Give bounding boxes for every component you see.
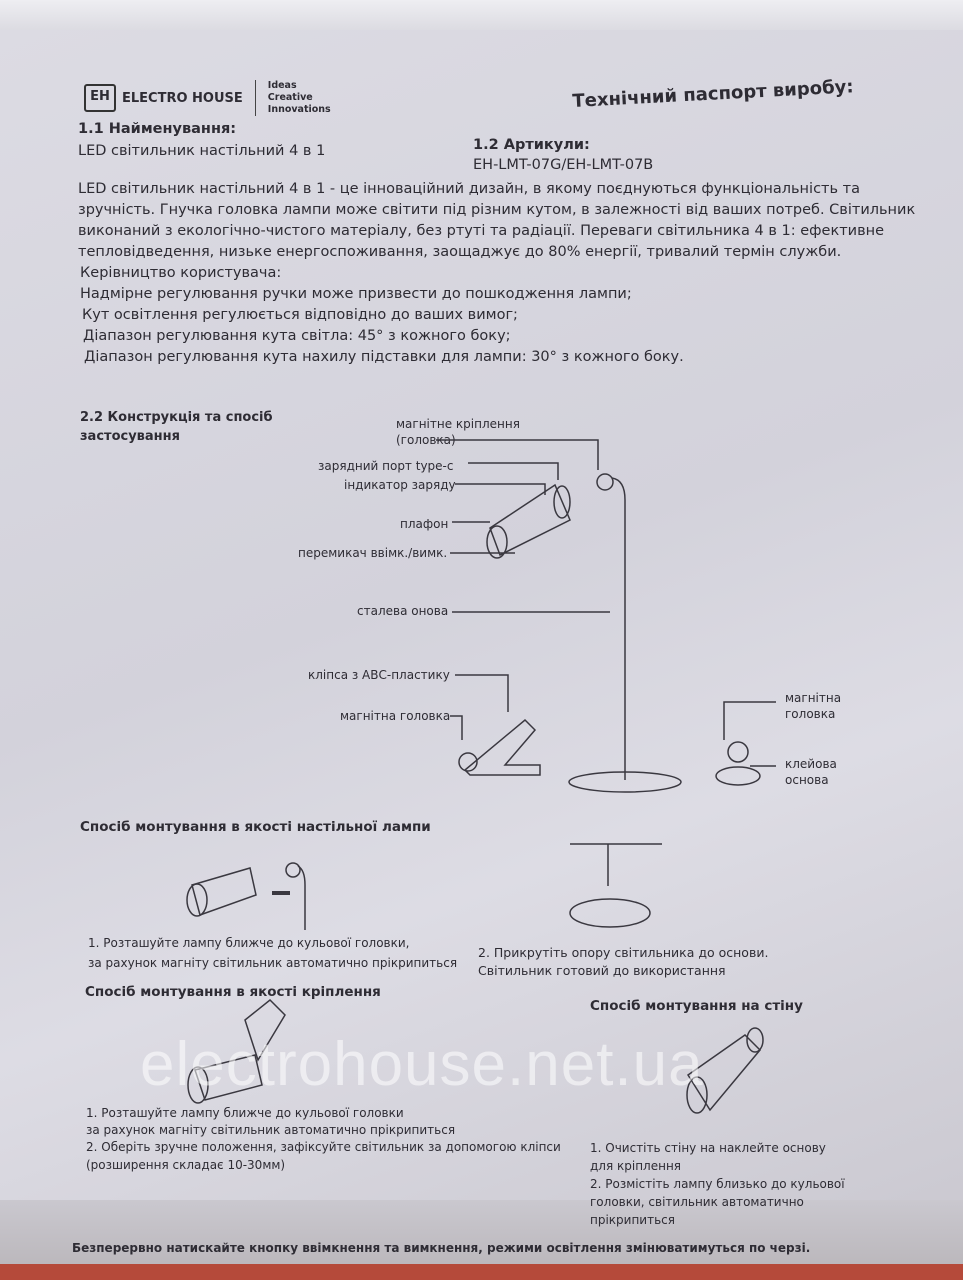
wall-lamp-drawing	[686, 1027, 764, 1114]
wall-line: прікрипиться	[590, 1213, 675, 1227]
label-charge-indicator: індикатор заряду	[344, 478, 456, 492]
label-wall-magnet-head-2: головка	[785, 707, 836, 721]
guide-line: Діапазон регулювання кута світла: 45° з …	[83, 328, 511, 344]
desk-step2-line1: 2. Прикрутіть опору світильника до основ…	[478, 945, 769, 960]
label-magnet-mount: магнітне кріплення	[396, 417, 520, 431]
desk-step1-drawing	[186, 862, 306, 930]
wall-mount-heading: Спосіб монтування на стіну	[590, 998, 803, 1014]
brand-logo: EH ELECTRO HOUSE Ideas Creative Innovati…	[84, 80, 331, 116]
guide-line: Надмірне регулювання ручки може призвест…	[80, 286, 632, 302]
clip-line: за рахунок магніту світильник автоматичн…	[86, 1123, 456, 1137]
clip-line: 1. Розташуйте лампу ближче до кульової г…	[86, 1106, 404, 1120]
description-line: LED світильник настільний 4 в 1 - це інн…	[78, 181, 860, 197]
wall-line: головки, світильник автоматично	[590, 1195, 804, 1209]
wall-line: для кріплення	[590, 1159, 682, 1173]
clip-line: (розширення складає 10-30мм)	[86, 1158, 286, 1172]
description-line: зручність. Гнучка головка лампи може сві…	[78, 202, 916, 218]
callout-lines	[436, 439, 776, 767]
clip-mount-heading: Спосіб монтування в якості кріплення	[85, 984, 381, 1000]
label-clip: кліпса з АВС-пластику	[308, 668, 450, 682]
footer-instruction: Безперервно натискайте кнопку ввімкнення…	[72, 1241, 811, 1255]
section-2-2-heading: 2.2 Конструкція та спосіб	[80, 410, 273, 425]
brand-name: ELECTRO HOUSE	[122, 90, 243, 106]
section-1-1-heading: 1.1 Найменування:	[78, 121, 237, 137]
paper-sheet	[0, 30, 963, 1270]
lamp-head-drawing	[486, 483, 571, 559]
desk-step1-line1: 1. Розташуйте лампу ближче до кульової г…	[88, 936, 410, 950]
user-guide-heading: Керівництво користувача:	[80, 265, 282, 281]
watermark: electrohouse.net.ua	[140, 1030, 704, 1099]
label-charging-port: зарядний порт type-c	[318, 459, 454, 473]
label-steel-base: сталева онова	[357, 604, 449, 618]
clip-line: 2. Оберіть зручне положення, зафіксуйте …	[86, 1140, 561, 1154]
section-2-2-heading-cont: застосування	[80, 429, 180, 444]
tagline-line: Innovations	[267, 104, 331, 115]
article-numbers: EH-LMT-07G/EH-LMT-07B	[473, 157, 654, 173]
wall-mount-drawing	[715, 741, 761, 786]
clip-mount-drawing	[187, 998, 286, 1104]
label-shade: плафон	[400, 517, 449, 531]
desk-mount-heading: Спосіб монтування в якості настільної ла…	[80, 819, 431, 835]
label-switch: перемикач ввімк./вимк.	[298, 546, 448, 560]
tagline-line: Creative	[267, 92, 313, 103]
wall-line: 2. Розмістіть лампу близько до кульової	[590, 1177, 845, 1191]
label-wall-magnet-head: магнітна	[785, 691, 842, 705]
clip-drawing	[458, 718, 541, 776]
background-red-surface	[0, 1264, 963, 1280]
label-clip-magnet-head: магнітна головка	[340, 709, 451, 723]
product-name: LED світильник настільний 4 в 1	[78, 143, 326, 159]
label-adhesive-base: клейова	[785, 757, 837, 771]
guide-line: Діапазон регулювання кута нахилу підстав…	[84, 349, 684, 365]
desk-lamp-stand-drawing	[568, 473, 682, 793]
description-line: виконаний з екологічно-чистого матеріалу…	[78, 223, 885, 239]
label-magnet-mount-2: (головка)	[396, 433, 456, 447]
brand-tagline: Ideas Creative Innovations	[268, 80, 331, 116]
logo-mark: EH	[84, 84, 116, 112]
section-1-2-heading: 1.2 Артикули:	[473, 137, 590, 153]
wall-line: 1. Очистіть стіну на наклейте основу	[590, 1141, 826, 1155]
desk-step1-line2: за рахунок магніту світильник автоматичн…	[88, 956, 458, 970]
label-adhesive-base-2: основа	[785, 773, 829, 787]
tagline-line: Ideas	[267, 80, 297, 91]
guide-line: Кут освітлення регулюється відповідно до…	[82, 307, 518, 323]
description-line: тепловідведення, низьке енергоспоживання…	[78, 244, 842, 260]
desk-step2-line2: Світильник готовий до використання	[478, 963, 726, 978]
logo-divider	[254, 80, 256, 116]
desk-step2-drawing	[569, 843, 662, 928]
